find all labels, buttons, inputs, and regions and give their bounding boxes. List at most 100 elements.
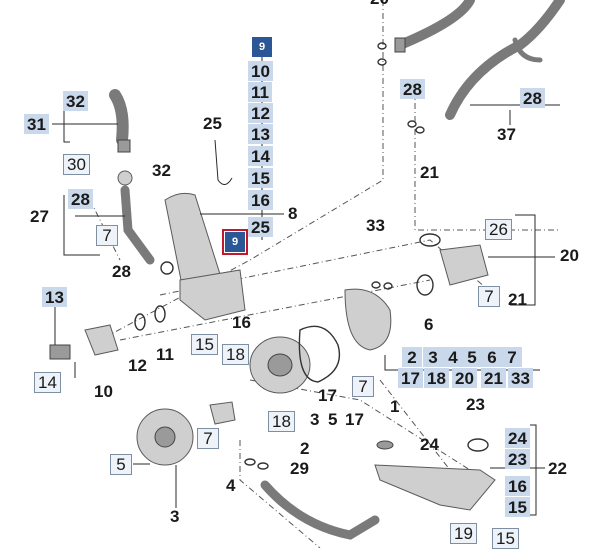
part-callout[interactable]: 28 — [520, 88, 545, 108]
sensor — [49, 344, 71, 360]
left-hose — [120, 185, 155, 265]
part-callout[interactable]: 15 — [248, 168, 273, 188]
part-callout[interactable]: 15 — [492, 528, 519, 549]
coolant-flange — [439, 244, 489, 286]
part-callout[interactable]: 16 — [248, 190, 273, 210]
pump-cover — [344, 288, 392, 351]
part-callout[interactable]: 16 — [232, 313, 251, 332]
part-callout[interactable]: 10 — [94, 382, 113, 401]
mounting-bracket — [209, 401, 236, 425]
part-callout[interactable]: 3 — [423, 347, 443, 367]
part-callout[interactable]: 5 — [328, 410, 338, 429]
part-callout[interactable]: 7 — [197, 428, 219, 449]
seal-ring — [376, 440, 394, 450]
hose-clamp — [117, 139, 131, 153]
part-callout[interactable]: 3 — [170, 507, 180, 526]
part-callout[interactable]: 21 — [420, 163, 439, 182]
part-callout[interactable]: 30 — [63, 154, 90, 175]
coolant-pipe-lower — [374, 464, 496, 511]
part-callout[interactable]: 33 — [366, 216, 385, 235]
part-callout[interactable]: 24 — [505, 428, 530, 448]
part-callout[interactable]: 2 — [402, 347, 422, 367]
part-callout[interactable]: 9 — [222, 229, 248, 255]
part-callout[interactable]: 20 — [560, 246, 579, 265]
part-callout[interactable]: 1 — [390, 397, 400, 416]
part-callout[interactable]: 29 — [290, 459, 309, 478]
guide-line — [119, 279, 431, 341]
coolant-hose-upper — [395, 0, 475, 50]
part-callout[interactable]: 27 — [30, 207, 49, 226]
guide-line — [379, 379, 451, 471]
part-callout[interactable]: 6 — [482, 347, 502, 367]
part-callout[interactable]: 15 — [191, 334, 218, 355]
part-callout[interactable]: 25 — [203, 114, 222, 133]
part-callout[interactable]: 24 — [420, 435, 439, 454]
part-callout[interactable]: 32 — [63, 91, 88, 111]
hose-clamp — [160, 261, 174, 275]
part-callout[interactable]: 17 — [318, 386, 337, 405]
o-ring — [407, 120, 417, 128]
bracket-line — [530, 424, 537, 516]
part-callout[interactable]: 20 — [370, 0, 389, 7]
part-callout[interactable]: 7 — [478, 286, 500, 307]
part-callout[interactable]: 37 — [497, 125, 516, 144]
part-callout[interactable]: 28 — [68, 189, 93, 209]
part-callout[interactable]: 18 — [222, 344, 249, 365]
part-callout[interactable]: 7 — [352, 376, 374, 397]
part-callout[interactable]: 28 — [112, 262, 131, 281]
part-callout[interactable]: 18 — [268, 411, 295, 432]
part-callout[interactable]: 20 — [452, 368, 477, 388]
part-callout[interactable]: 33 — [508, 368, 533, 388]
gasket — [298, 325, 341, 383]
part-callout[interactable]: 11 — [156, 345, 174, 364]
part-callout[interactable]: 10 — [248, 61, 273, 81]
part-callout[interactable]: 22 — [548, 459, 567, 478]
part-callout[interactable]: 13 — [42, 287, 67, 307]
part-callout[interactable]: 12 — [128, 356, 147, 375]
o-ring — [377, 42, 387, 50]
part-callout[interactable]: 21 — [508, 290, 527, 309]
part-callout[interactable]: 17 — [345, 410, 364, 429]
part-callout[interactable]: 8 — [288, 204, 298, 223]
part-callout[interactable]: 7 — [96, 225, 118, 246]
part-callout[interactable]: 12 — [248, 103, 273, 123]
guide-line — [414, 90, 560, 231]
part-callout[interactable]: 16 — [505, 476, 530, 496]
part-callout[interactable]: 9 — [252, 37, 272, 57]
part-callout[interactable]: 14 — [34, 372, 61, 393]
part-callout[interactable]: 5 — [462, 347, 482, 367]
part-callout[interactable]: 25 — [248, 217, 273, 237]
part-callout[interactable]: 5 — [110, 454, 132, 475]
lower-coolant-hose — [260, 480, 380, 540]
part-callout[interactable]: 21 — [481, 368, 506, 388]
o-ring — [244, 458, 256, 466]
o-ring — [257, 462, 269, 470]
part-callout[interactable]: 19 — [450, 523, 477, 544]
part-callout[interactable]: 28 — [400, 79, 425, 99]
o-ring — [467, 438, 489, 452]
part-callout[interactable]: 4 — [226, 476, 236, 495]
o-ring — [416, 274, 434, 296]
part-callout[interactable]: 32 — [152, 161, 171, 180]
part-callout[interactable]: 14 — [248, 146, 273, 166]
part-callout[interactable]: 26 — [485, 219, 512, 240]
part-callout[interactable]: 7 — [502, 347, 522, 367]
part-callout[interactable]: 31 — [24, 114, 49, 134]
part-callout[interactable]: 4 — [443, 347, 463, 367]
hook-wire — [214, 139, 233, 185]
guide-line — [239, 440, 321, 548]
part-callout[interactable]: 15 — [505, 497, 530, 517]
part-callout[interactable]: 11 — [248, 82, 272, 102]
hose-connector — [117, 170, 133, 186]
part-callout[interactable]: 18 — [424, 368, 449, 388]
part-callout[interactable]: 13 — [248, 124, 273, 144]
bracket-line — [510, 214, 536, 306]
part-callout[interactable]: 3 — [310, 410, 320, 429]
part-callout[interactable]: 17 — [398, 368, 423, 388]
part-callout[interactable]: 23 — [505, 449, 530, 469]
hose-clamp — [394, 37, 406, 53]
part-callout[interactable]: 6 — [424, 315, 434, 334]
part-callout[interactable]: 23 — [466, 395, 485, 414]
part-callout[interactable]: 2 — [300, 439, 310, 458]
